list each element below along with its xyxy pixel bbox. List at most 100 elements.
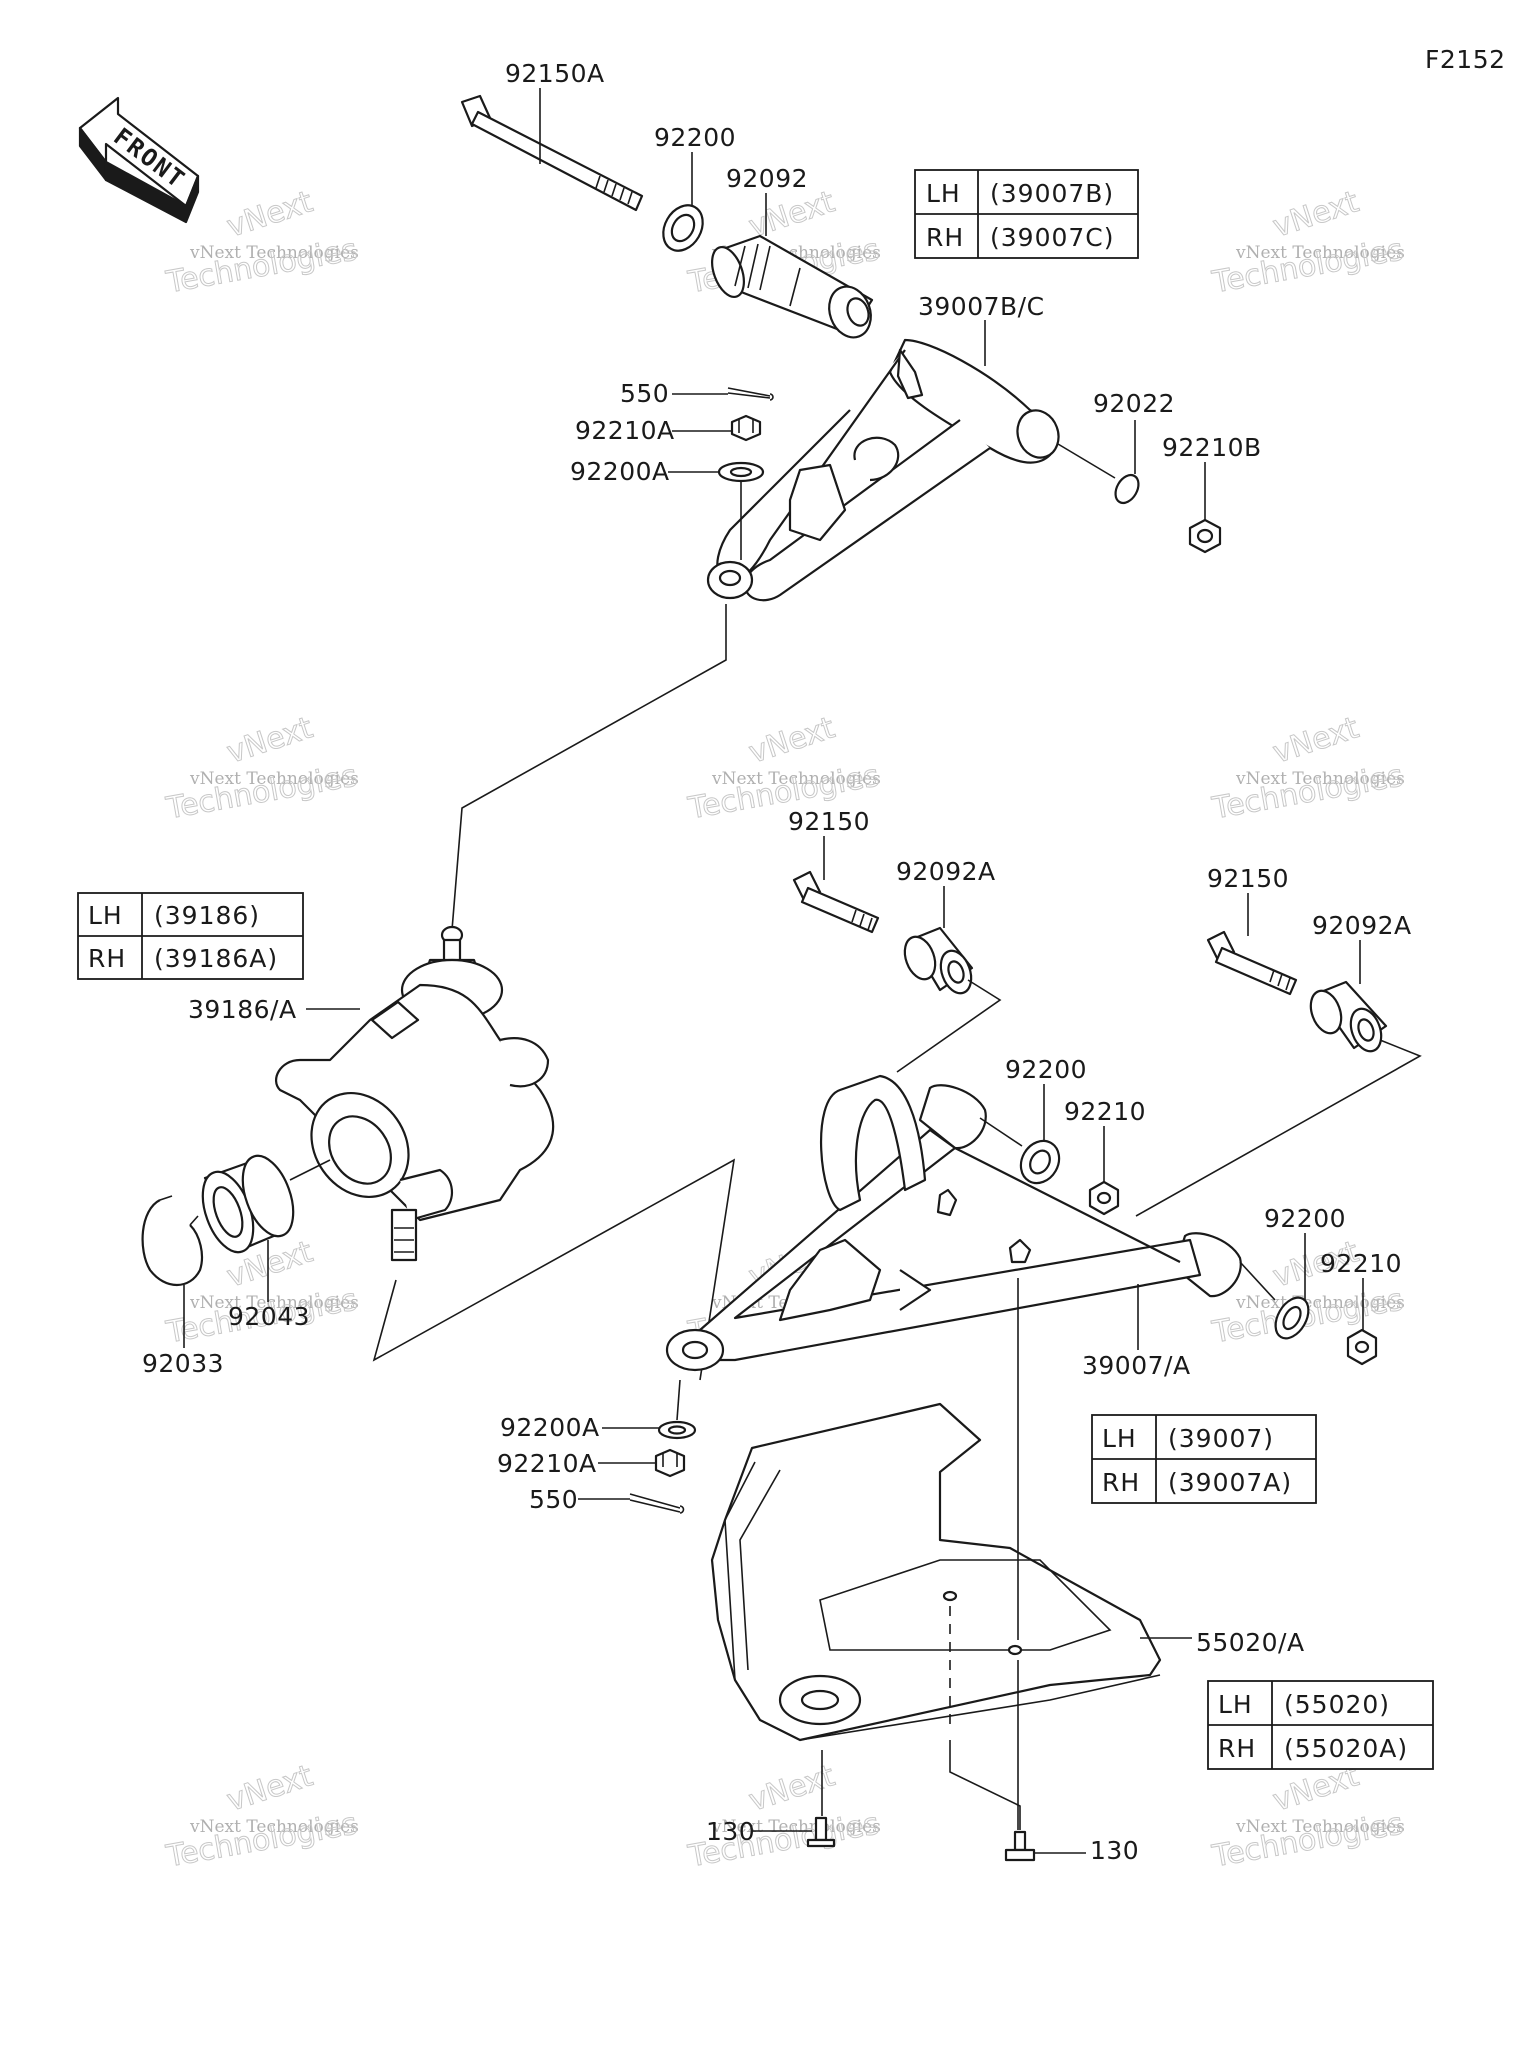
bolt-92150-right xyxy=(1206,930,1298,996)
washer-92200-right xyxy=(1274,1296,1310,1340)
nut-92210-mid xyxy=(1088,1180,1120,1216)
snap-ring-92033 xyxy=(141,1195,204,1286)
table-cell: (55020A) xyxy=(1284,1734,1408,1763)
label-92092A-mid: 92092A xyxy=(896,857,996,886)
table-39007: LH (39007) RH (39007A) xyxy=(1091,1414,1317,1504)
label-92022: 92022 xyxy=(1093,389,1175,418)
bolt-130-left xyxy=(806,1816,836,1848)
label-92200-mid: 92200 xyxy=(1005,1055,1087,1084)
watermark: vNext Technologies Technologies vNext xyxy=(163,1234,361,1351)
nut-92210A-bottom xyxy=(654,1448,686,1478)
label-92200A-top: 92200A xyxy=(570,457,670,486)
diagram-code: F2152 xyxy=(1425,45,1506,74)
watermark-text: vNext xyxy=(223,1758,317,1818)
label-130-left: 130 xyxy=(706,1817,755,1846)
watermark-text: vNext Technologies xyxy=(1235,1817,1405,1837)
watermark-text: vNext xyxy=(1269,710,1363,770)
label-550-bottom: 550 xyxy=(529,1485,578,1514)
bolt-92150A xyxy=(460,94,644,212)
watermark: vNext Technologies Technologies vNext xyxy=(163,710,361,827)
watermark-text: vNext Technologies xyxy=(711,769,881,789)
knuckle-39186 xyxy=(275,925,555,1262)
table-cell: LH xyxy=(1218,1690,1253,1719)
bolt-92150-mid xyxy=(792,870,880,934)
upper-a-arm xyxy=(706,338,1060,602)
watermark-text: vNext Technologies xyxy=(189,243,359,263)
watermark: vNext Technologies Technologies vNext xyxy=(163,1758,361,1875)
watermark: vNext Technologies Technologies vNext xyxy=(1209,1758,1407,1875)
table-cell: RH xyxy=(1218,1734,1256,1763)
nut-92210A-top xyxy=(730,414,762,442)
table-cell: LH xyxy=(926,179,961,208)
table-cell: RH xyxy=(926,223,964,252)
label-39007BC: 39007B/C xyxy=(918,292,1045,321)
bushing-92092A-mid xyxy=(903,926,974,995)
cotter-pin-550-top xyxy=(727,387,774,401)
watermark-text: vNext Technologies xyxy=(189,1293,359,1313)
skid-plate-55020 xyxy=(710,1402,1162,1742)
label-92210A-bottom: 92210A xyxy=(497,1449,597,1478)
label-39186A: 39186/A xyxy=(188,995,297,1024)
label-92210B: 92210B xyxy=(1162,433,1262,462)
label-39007A: 39007/A xyxy=(1082,1351,1191,1380)
table-cell: RH xyxy=(88,944,126,973)
label-550-top: 550 xyxy=(620,379,669,408)
table-cell: (39007C) xyxy=(990,223,1115,252)
table-cell: (55020) xyxy=(1284,1690,1390,1719)
label-55020A: 55020/A xyxy=(1196,1628,1305,1657)
label-92150-mid: 92150 xyxy=(788,807,870,836)
washer-92200-top xyxy=(662,204,704,252)
bolt-130-right xyxy=(1004,1830,1036,1862)
nut-92210-right xyxy=(1346,1328,1378,1366)
label-130-right: 130 xyxy=(1090,1836,1139,1865)
table-cell: (39186A) xyxy=(154,944,278,973)
table-cell: (39007) xyxy=(1168,1424,1274,1453)
label-92092: 92092 xyxy=(726,164,808,193)
watermark-text: vNext xyxy=(1269,184,1363,244)
table-cell: (39186) xyxy=(154,901,260,930)
table-cell: LH xyxy=(88,901,123,930)
label-92150A: 92150A xyxy=(505,59,605,88)
label-92210-mid: 92210 xyxy=(1064,1097,1146,1126)
watermark: vNext Technologies Technologies vNext xyxy=(1209,710,1407,827)
table-cell: (39007B) xyxy=(990,179,1114,208)
watermark-text: vNext Technologies xyxy=(189,1817,359,1837)
watermark-text: vNext xyxy=(745,1758,839,1818)
washer-92200A-top xyxy=(717,461,765,483)
table-cell: (39007A) xyxy=(1168,1468,1292,1497)
label-92210-right: 92210 xyxy=(1320,1249,1402,1278)
lower-a-arm xyxy=(665,1074,1242,1372)
cotter-pin-550-bottom xyxy=(629,1493,685,1514)
watermark-text: vNext Technologies xyxy=(711,1817,881,1837)
bearing-92043 xyxy=(201,1154,295,1254)
washer-92200A-bottom xyxy=(657,1420,697,1440)
label-92200A-bottom: 92200A xyxy=(500,1413,600,1442)
table-cell: RH xyxy=(1102,1468,1140,1497)
watermark-text: vNext Technologies xyxy=(1235,769,1405,789)
watermark-text: vNext xyxy=(223,184,317,244)
nut-92210B xyxy=(1188,518,1222,554)
label-92092A-right: 92092A xyxy=(1312,911,1412,940)
front-arrow-icon: FRONT xyxy=(78,96,200,224)
watermark-text: vNext Technologies xyxy=(1235,243,1405,263)
table-55020: LH (55020) RH (55020A) xyxy=(1207,1680,1434,1770)
label-92033: 92033 xyxy=(142,1349,224,1378)
washer-92022 xyxy=(1114,473,1140,505)
watermark-text: vNext xyxy=(223,710,317,770)
label-92200-right: 92200 xyxy=(1264,1204,1346,1233)
watermark-text: vNext xyxy=(745,710,839,770)
watermark-text: vNext Technologies xyxy=(189,769,359,789)
label-92150-right: 92150 xyxy=(1207,864,1289,893)
watermark: vNext Technologies Technologies vNext xyxy=(1209,184,1407,301)
bushing-92092 xyxy=(711,234,874,339)
label-92043: 92043 xyxy=(228,1302,310,1331)
label-92200-top: 92200 xyxy=(654,123,736,152)
table-39007BC: LH (39007B) RH (39007C) xyxy=(914,169,1139,259)
bushing-92092A-right xyxy=(1309,980,1388,1053)
washer-92200-mid xyxy=(1019,1139,1061,1185)
label-92210A-top: 92210A xyxy=(575,416,675,445)
table-39186: LH (39186) RH (39186A) xyxy=(77,892,304,980)
table-cell: LH xyxy=(1102,1424,1137,1453)
